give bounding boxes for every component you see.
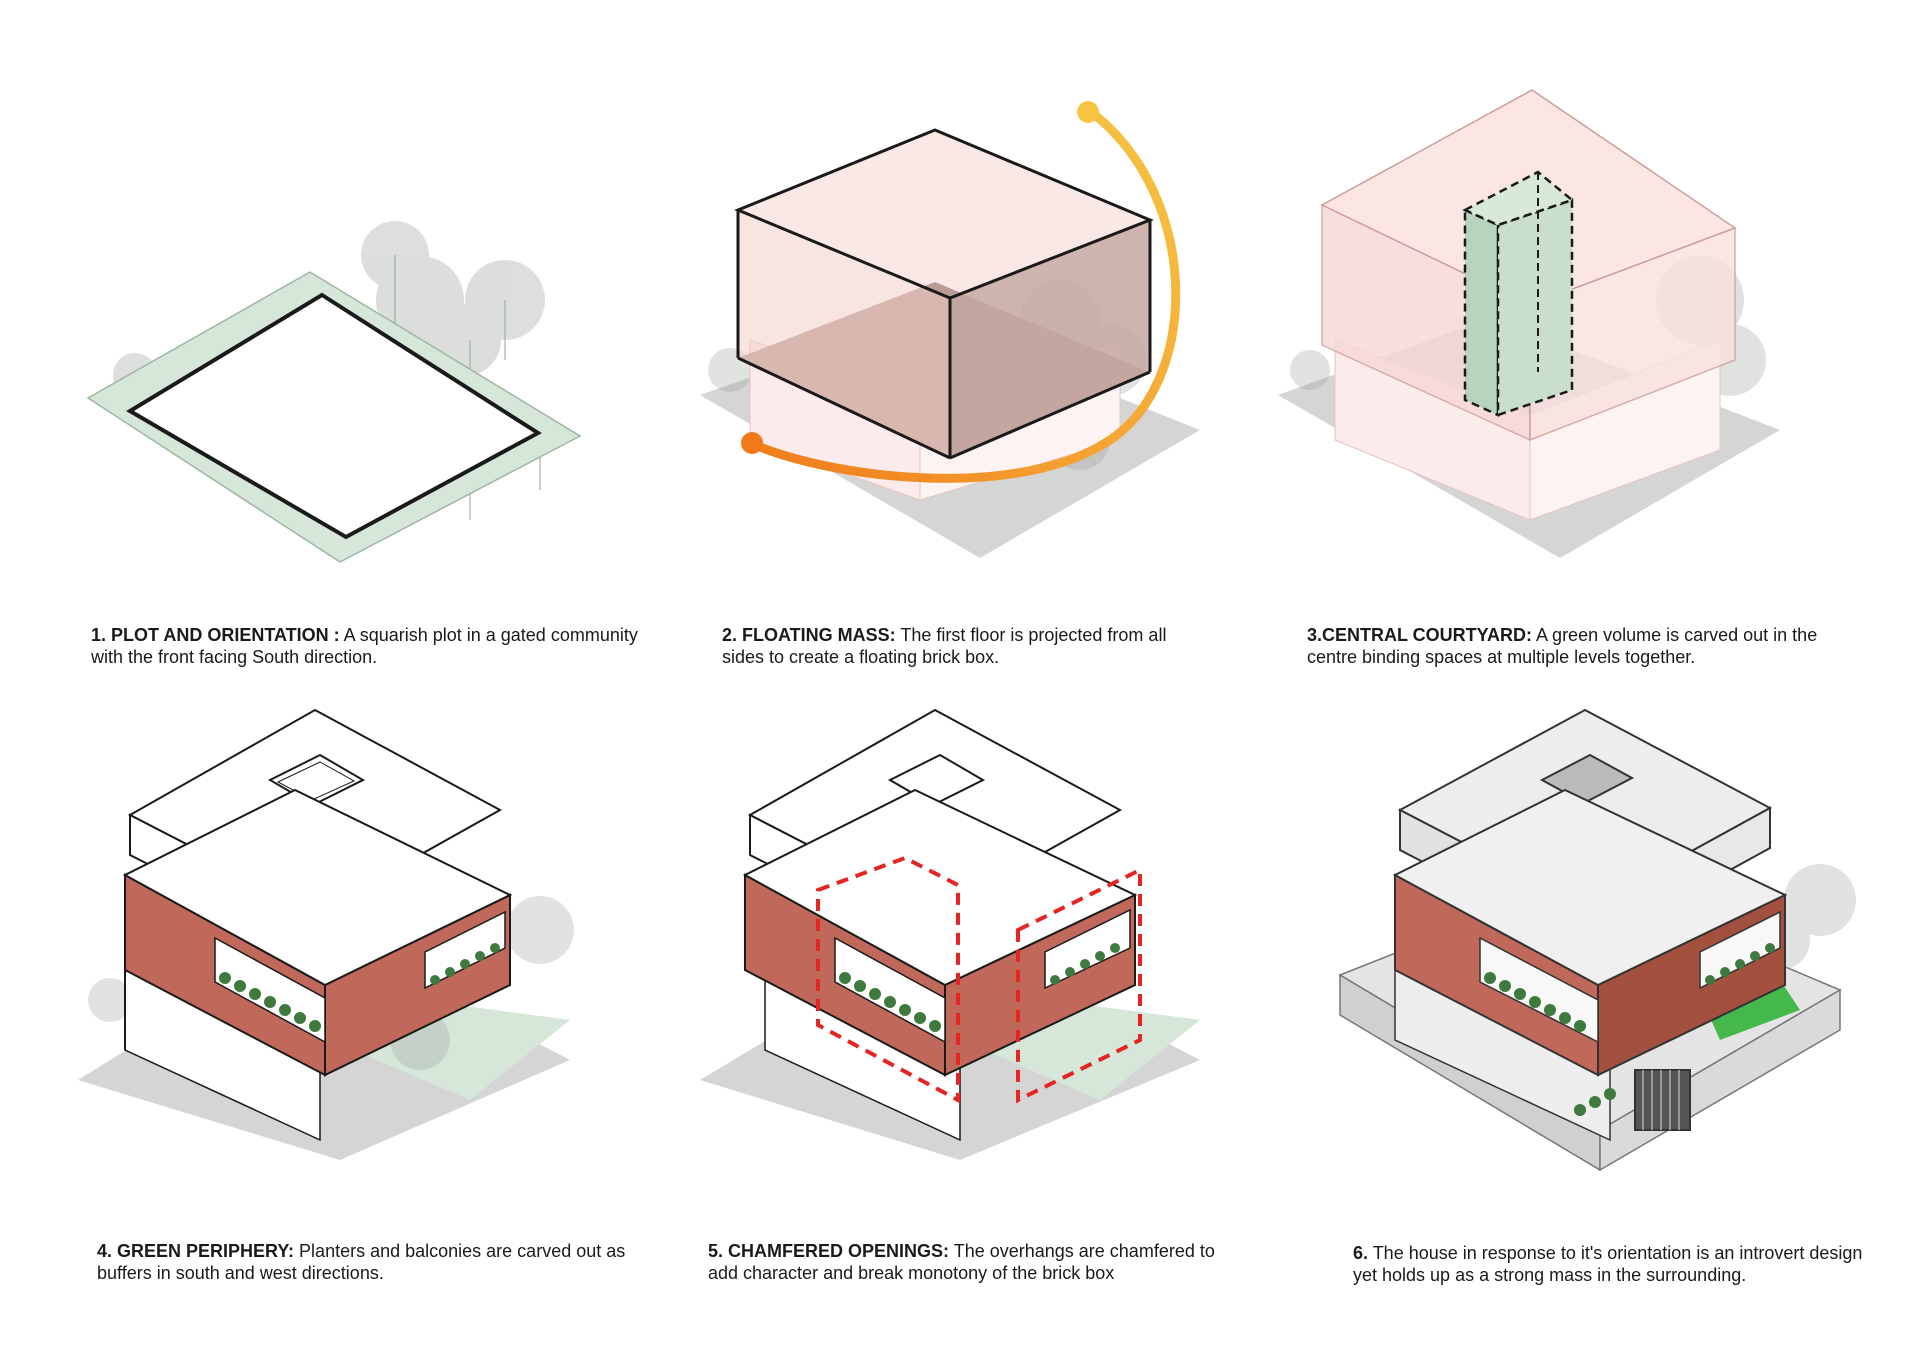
panel-green-periphery: 4. GREEN PERIPHERY: Planters and balconi…: [0, 680, 640, 1357]
window-right: [1699, 910, 1781, 990]
caption-1-body: A squarish plot in a gated community wit…: [91, 625, 638, 667]
planter-plants-icon: [219, 943, 500, 1032]
planter-plants-icon: [1484, 943, 1775, 1116]
panel-chamfered-openings: 5. CHAMFERED OPENINGS: The overhangs are…: [640, 680, 1280, 1357]
panel-floating-mass: 2. FLOATING MASS: The first floor is pro…: [640, 0, 1280, 680]
planter-plants-icon: [839, 943, 1120, 1032]
mass-edges: [734, 128, 1155, 460]
chamfer-highlight-dashes: [816, 855, 1142, 1104]
caption-2-body: The first floor is projected from all si…: [722, 625, 1167, 667]
periphery-drawing: [78, 708, 574, 1160]
caption-1: 1. PLOT AND ORIENTATION : A squarish plo…: [91, 624, 671, 668]
panel-final-house: 6. The house in response to it's orienta…: [1280, 680, 1920, 1357]
courtyard-volume-front: [1463, 208, 1500, 417]
caption-4-title: 4. GREEN PERIPHERY:: [97, 1241, 295, 1261]
plot-drawing: [86, 221, 582, 563]
caption-2-title: 2. FLOATING MASS:: [722, 625, 896, 645]
planter-opening-right: [424, 910, 506, 990]
plot-outline: [126, 292, 542, 540]
caption-4: 4. GREEN PERIPHERY: Planters and balconi…: [97, 1240, 657, 1284]
caption-1-title: 1. PLOT AND ORIENTATION :: [91, 625, 340, 645]
courtyard-drawing: [1278, 89, 1780, 558]
caption-4-body: Planters and balconies are carved out as…: [97, 1241, 626, 1283]
caption-5: 5. CHAMFERED OPENINGS: The overhangs are…: [708, 1240, 1228, 1284]
courtyard-volume-top: [1462, 170, 1575, 227]
caption-5-title: 5. CHAMFERED OPENINGS:: [708, 1241, 950, 1261]
caption-5-body: The overhangs are chamfered to add chara…: [708, 1241, 1215, 1283]
mass-left-face: [738, 210, 950, 458]
caption-3-body: A green volume is carved out in the cent…: [1307, 625, 1818, 667]
sun-start-icon: [1077, 101, 1099, 123]
mass-drawing: [700, 101, 1200, 558]
chamfer-drawing: [700, 708, 1200, 1160]
brick-top: [1392, 788, 1788, 987]
caption-6-body: The house in response to it's orientatio…: [1353, 1243, 1863, 1285]
gate-icon: [1634, 1069, 1691, 1131]
caption-2: 2. FLOATING MASS: The first floor is pro…: [722, 624, 1212, 668]
sun-path-arc: [750, 110, 1181, 483]
brick-top: [742, 788, 1138, 987]
chamfered-opening-right: [1044, 908, 1131, 990]
courtyard-volume-side: [1496, 198, 1574, 417]
brick-top: [122, 788, 513, 987]
panel-central-courtyard: 3.CENTRAL COURTYARD: A green volume is c…: [1278, 0, 1920, 680]
house-drawing: [1338, 708, 1856, 1172]
mass-back-top: [738, 130, 1150, 298]
panel-plot-orientation: 1. PLOT AND ORIENTATION : A squarish plo…: [0, 0, 640, 680]
caption-6-title: 6.: [1353, 1243, 1369, 1263]
sun-end-icon: [741, 432, 763, 454]
caption-3: 3.CENTRAL COURTYARD: A green volume is c…: [1307, 624, 1867, 668]
caption-3-title: 3.CENTRAL COURTYARD:: [1307, 625, 1533, 645]
caption-6: 6. The house in response to it's orienta…: [1353, 1242, 1873, 1286]
